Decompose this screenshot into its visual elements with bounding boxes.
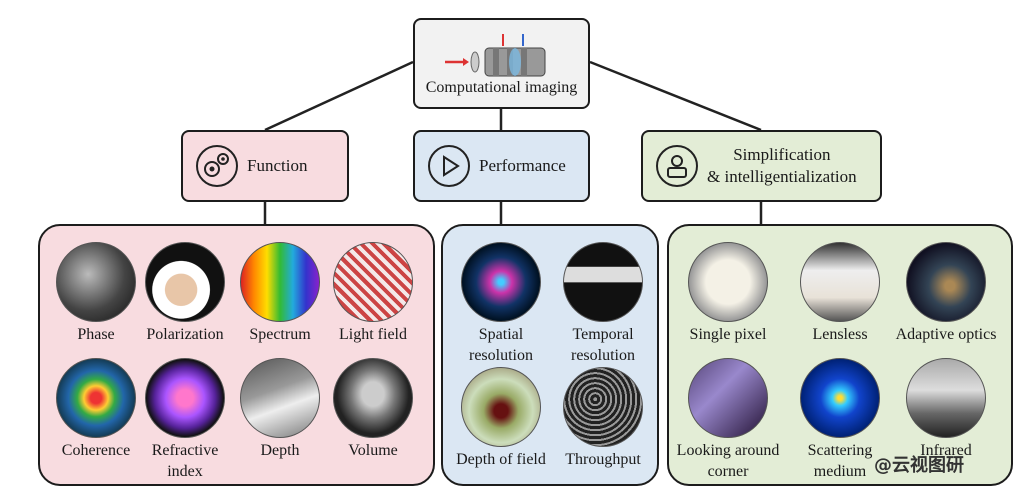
- item-spatial-resolution: Spatial resolution: [446, 242, 556, 366]
- adaptive-optics-thumbnail: [906, 242, 986, 322]
- depth-thumbnail: [240, 358, 320, 438]
- spectrum-thumbnail: [240, 242, 320, 322]
- polarization-thumbnail: [145, 242, 225, 322]
- item-throughput: Throughput: [548, 367, 658, 470]
- item-infrared: Infrared: [891, 358, 1001, 461]
- volume-thumbnail: [333, 358, 413, 438]
- item-spectrum: Spectrum: [225, 242, 335, 345]
- user-screen-icon: [656, 145, 698, 187]
- item-refractive-index: Refractive index: [130, 358, 240, 482]
- category-simplification-label: Simplification & intelligentialization: [707, 145, 857, 186]
- spatial-resolution-thumbnail: [461, 242, 541, 322]
- category-simplification: Simplification & intelligentialization: [641, 130, 882, 202]
- coherence-thumbnail: [56, 358, 136, 438]
- temporal-resolution-thumbnail: [563, 242, 643, 322]
- category-performance-label: Performance: [479, 156, 566, 175]
- lensless-thumbnail: [800, 242, 880, 322]
- item-phase: Phase: [41, 242, 151, 345]
- item-temporal-resolution: Temporal resolution: [548, 242, 658, 366]
- item-looking-around-corner: Looking around corner: [673, 358, 783, 482]
- refractive-index-thumbnail: [145, 358, 225, 438]
- item-scattering-medium: Scattering medium: [785, 358, 895, 482]
- throughput-thumbnail: [563, 367, 643, 447]
- item-coherence: Coherence: [41, 358, 151, 461]
- item-depth-of-field: Depth of field: [446, 367, 556, 470]
- item-polarization: Polarization: [130, 242, 240, 345]
- category-function-label: Function: [247, 156, 308, 175]
- looking-around-corner-thumbnail: [688, 358, 768, 438]
- item-lensless: Lensless: [785, 242, 895, 345]
- phase-thumbnail: [56, 242, 136, 322]
- item-light-field: Light field: [318, 242, 428, 345]
- item-volume: Volume: [318, 358, 428, 461]
- category-performance: Performance: [413, 130, 590, 202]
- scattering-medium-thumbnail: [800, 358, 880, 438]
- depth-of-field-thumbnail: [461, 367, 541, 447]
- item-depth: Depth: [225, 358, 335, 461]
- camera-lens-icon: [445, 34, 546, 77]
- watermark: @云视图研: [874, 455, 964, 476]
- play-icon: [428, 145, 470, 187]
- gears-icon: [196, 145, 238, 187]
- category-function: Function: [181, 130, 349, 202]
- single-pixel-thumbnail: [688, 242, 768, 322]
- item-single-pixel: Single pixel: [673, 242, 783, 345]
- item-adaptive-optics: Adaptive optics: [891, 242, 1001, 345]
- root-node: Computational imaging: [413, 18, 590, 109]
- light-field-thumbnail: [333, 242, 413, 322]
- infrared-thumbnail: [906, 358, 986, 438]
- root-label: Computational imaging: [425, 79, 578, 96]
